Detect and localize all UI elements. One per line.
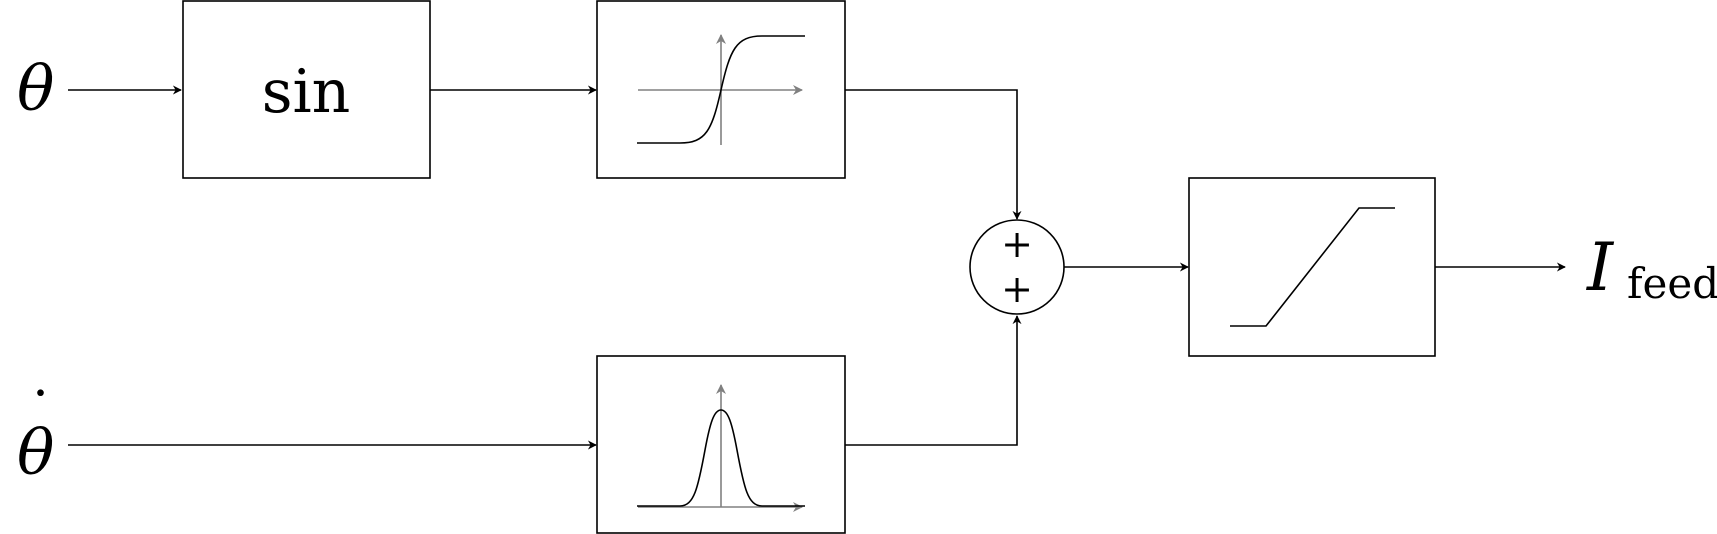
wire-sigmoid-to-sum: [845, 89, 1022, 220]
sin-block-label: sin: [262, 57, 351, 127]
sum-top-sign: +: [1001, 222, 1033, 266]
output-label: I feed: [1586, 229, 1717, 308]
output-subscript: feed: [1627, 259, 1717, 308]
sigmoid-block: [596, 0, 846, 179]
wire-gaussian-to-sum: [845, 315, 1022, 446]
theta-input-label: θ: [17, 52, 54, 125]
sum-junction: + +: [969, 219, 1065, 315]
sum-bottom-sign: +: [1001, 267, 1033, 311]
theta-dot-symbol: θ: [17, 416, 54, 489]
theta-dot-input-label: ˙ θ: [17, 380, 55, 489]
saturation-ramp-icon: [1230, 207, 1395, 327]
theta-dot-accent: ˙: [26, 380, 55, 448]
sigmoid-curve-icon: [637, 34, 805, 145]
gaussian-bump-icon: [637, 384, 805, 512]
output-symbol: I: [1586, 229, 1615, 306]
gaussian-block: [596, 355, 846, 534]
sin-block: sin: [182, 0, 431, 179]
saturation-block: [1188, 177, 1436, 357]
